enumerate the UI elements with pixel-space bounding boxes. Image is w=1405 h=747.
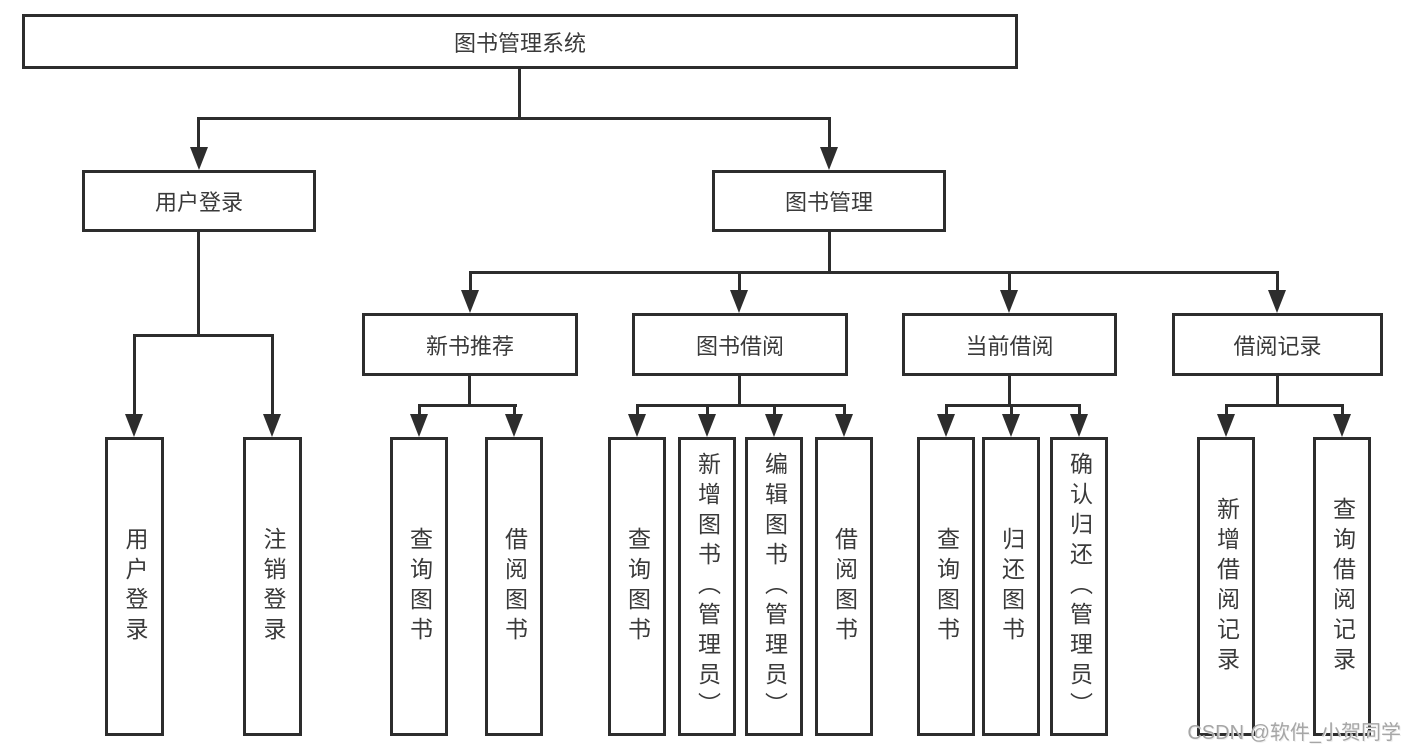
leaf-edit-books-admin: 编辑图书（管理员） (745, 437, 803, 736)
node-library-system: 图书管理系统 (22, 14, 1018, 69)
leaf-label: 编辑图书（管理员） (761, 451, 788, 722)
connector-line (945, 404, 948, 417)
leaf-label: 借阅图书 (501, 526, 528, 647)
connector-line (636, 404, 845, 407)
leaf-label: 查询图书 (933, 526, 960, 647)
connector-line (1225, 404, 1343, 407)
leaf-user-login: 用户登录 (105, 437, 164, 736)
leaf-borrow-books: 借阅图书 (815, 437, 873, 736)
leaf-label: 确认归还（管理员） (1066, 451, 1093, 722)
arrow-down-icon (1000, 290, 1018, 313)
connector-line (1008, 271, 1011, 293)
connector-line (1225, 404, 1228, 417)
leaf-logout: 注销登录 (243, 437, 302, 736)
connector-line (706, 404, 709, 417)
node-label: 借阅记录 (1233, 333, 1322, 359)
leaf-label: 查询图书 (624, 526, 651, 647)
leaf-query-books-recommend: 查询图书 (390, 437, 448, 736)
connector-line (513, 404, 516, 417)
connector-line (1276, 271, 1279, 293)
leaf-label: 注销登录 (260, 526, 286, 647)
leaf-query-books-current: 查询图书 (917, 437, 975, 736)
connector-line (469, 271, 472, 293)
connector-line (197, 117, 200, 150)
connector-line (828, 117, 831, 150)
node-new-book-recommend: 新书推荐 (362, 313, 578, 376)
connector-line (198, 117, 831, 120)
leaf-label: 借阅图书 (831, 526, 858, 647)
connector-line (469, 271, 1279, 274)
arrow-down-icon (698, 414, 716, 437)
leaf-label: 用户登录 (122, 526, 148, 647)
arrow-down-icon (461, 290, 479, 313)
leaf-label: 查询借阅记录 (1329, 496, 1356, 677)
connector-line (197, 232, 200, 337)
arrow-down-icon (730, 290, 748, 313)
connector-line (133, 334, 136, 417)
arrow-down-icon (190, 147, 208, 170)
connector-line (738, 376, 741, 407)
arrow-down-icon (263, 414, 281, 437)
connector-line (843, 404, 846, 417)
connector-line (468, 376, 471, 407)
arrow-down-icon (937, 414, 955, 437)
node-book-borrow: 图书借阅 (632, 313, 848, 376)
node-current-borrow: 当前借阅 (902, 313, 1117, 376)
arrow-down-icon (820, 147, 838, 170)
leaf-add-books-admin: 新增图书（管理员） (678, 437, 736, 736)
connector-line (518, 69, 521, 119)
arrow-down-icon (765, 414, 783, 437)
connector-line (773, 404, 776, 417)
leaf-label: 新增借阅记录 (1213, 496, 1240, 677)
leaf-return-books: 归还图书 (982, 437, 1040, 736)
node-label: 用户登录 (154, 190, 243, 215)
connector-line (1010, 404, 1013, 417)
connector-line (271, 334, 274, 417)
csdn-watermark: CSDN @软件_小贺同学 (1187, 722, 1401, 744)
connector-line (1008, 376, 1011, 407)
node-label: 图书管理 (784, 190, 873, 215)
connector-line (1341, 404, 1344, 417)
leaf-label: 归还图书 (998, 526, 1025, 647)
node-user-login: 用户登录 (82, 170, 316, 232)
arrow-down-icon (1002, 414, 1020, 437)
leaf-add-borrow-record: 新增借阅记录 (1197, 437, 1255, 736)
arrow-down-icon (505, 414, 523, 437)
node-book-management: 图书管理 (712, 170, 946, 232)
leaf-label: 查询图书 (406, 526, 433, 647)
connector-line (1078, 404, 1081, 417)
arrow-down-icon (1217, 414, 1235, 437)
connector-line (1276, 376, 1279, 407)
leaf-label: 新增图书（管理员） (694, 451, 721, 722)
node-label: 当前借阅 (965, 333, 1054, 359)
arrow-down-icon (1268, 290, 1286, 313)
arrow-down-icon (628, 414, 646, 437)
connector-line (133, 334, 274, 337)
leaf-borrow-books-recommend: 借阅图书 (485, 437, 543, 736)
arrow-down-icon (125, 414, 143, 437)
leaf-confirm-return-admin: 确认归还（管理员） (1050, 437, 1108, 736)
connector-line (828, 232, 831, 274)
connector-line (636, 404, 639, 417)
arrow-down-icon (410, 414, 428, 437)
arrow-down-icon (1333, 414, 1351, 437)
node-label: 图书管理系统 (453, 30, 586, 56)
node-borrow-records: 借阅记录 (1172, 313, 1383, 376)
connector-line (418, 404, 517, 407)
arrow-down-icon (835, 414, 853, 437)
arrow-down-icon (1070, 414, 1088, 437)
connector-line (418, 404, 421, 417)
leaf-query-books-borrow: 查询图书 (608, 437, 666, 736)
node-label: 图书借阅 (695, 333, 784, 359)
connector-line (738, 271, 741, 293)
leaf-query-borrow-record: 查询借阅记录 (1313, 437, 1371, 736)
node-label: 新书推荐 (425, 333, 514, 359)
